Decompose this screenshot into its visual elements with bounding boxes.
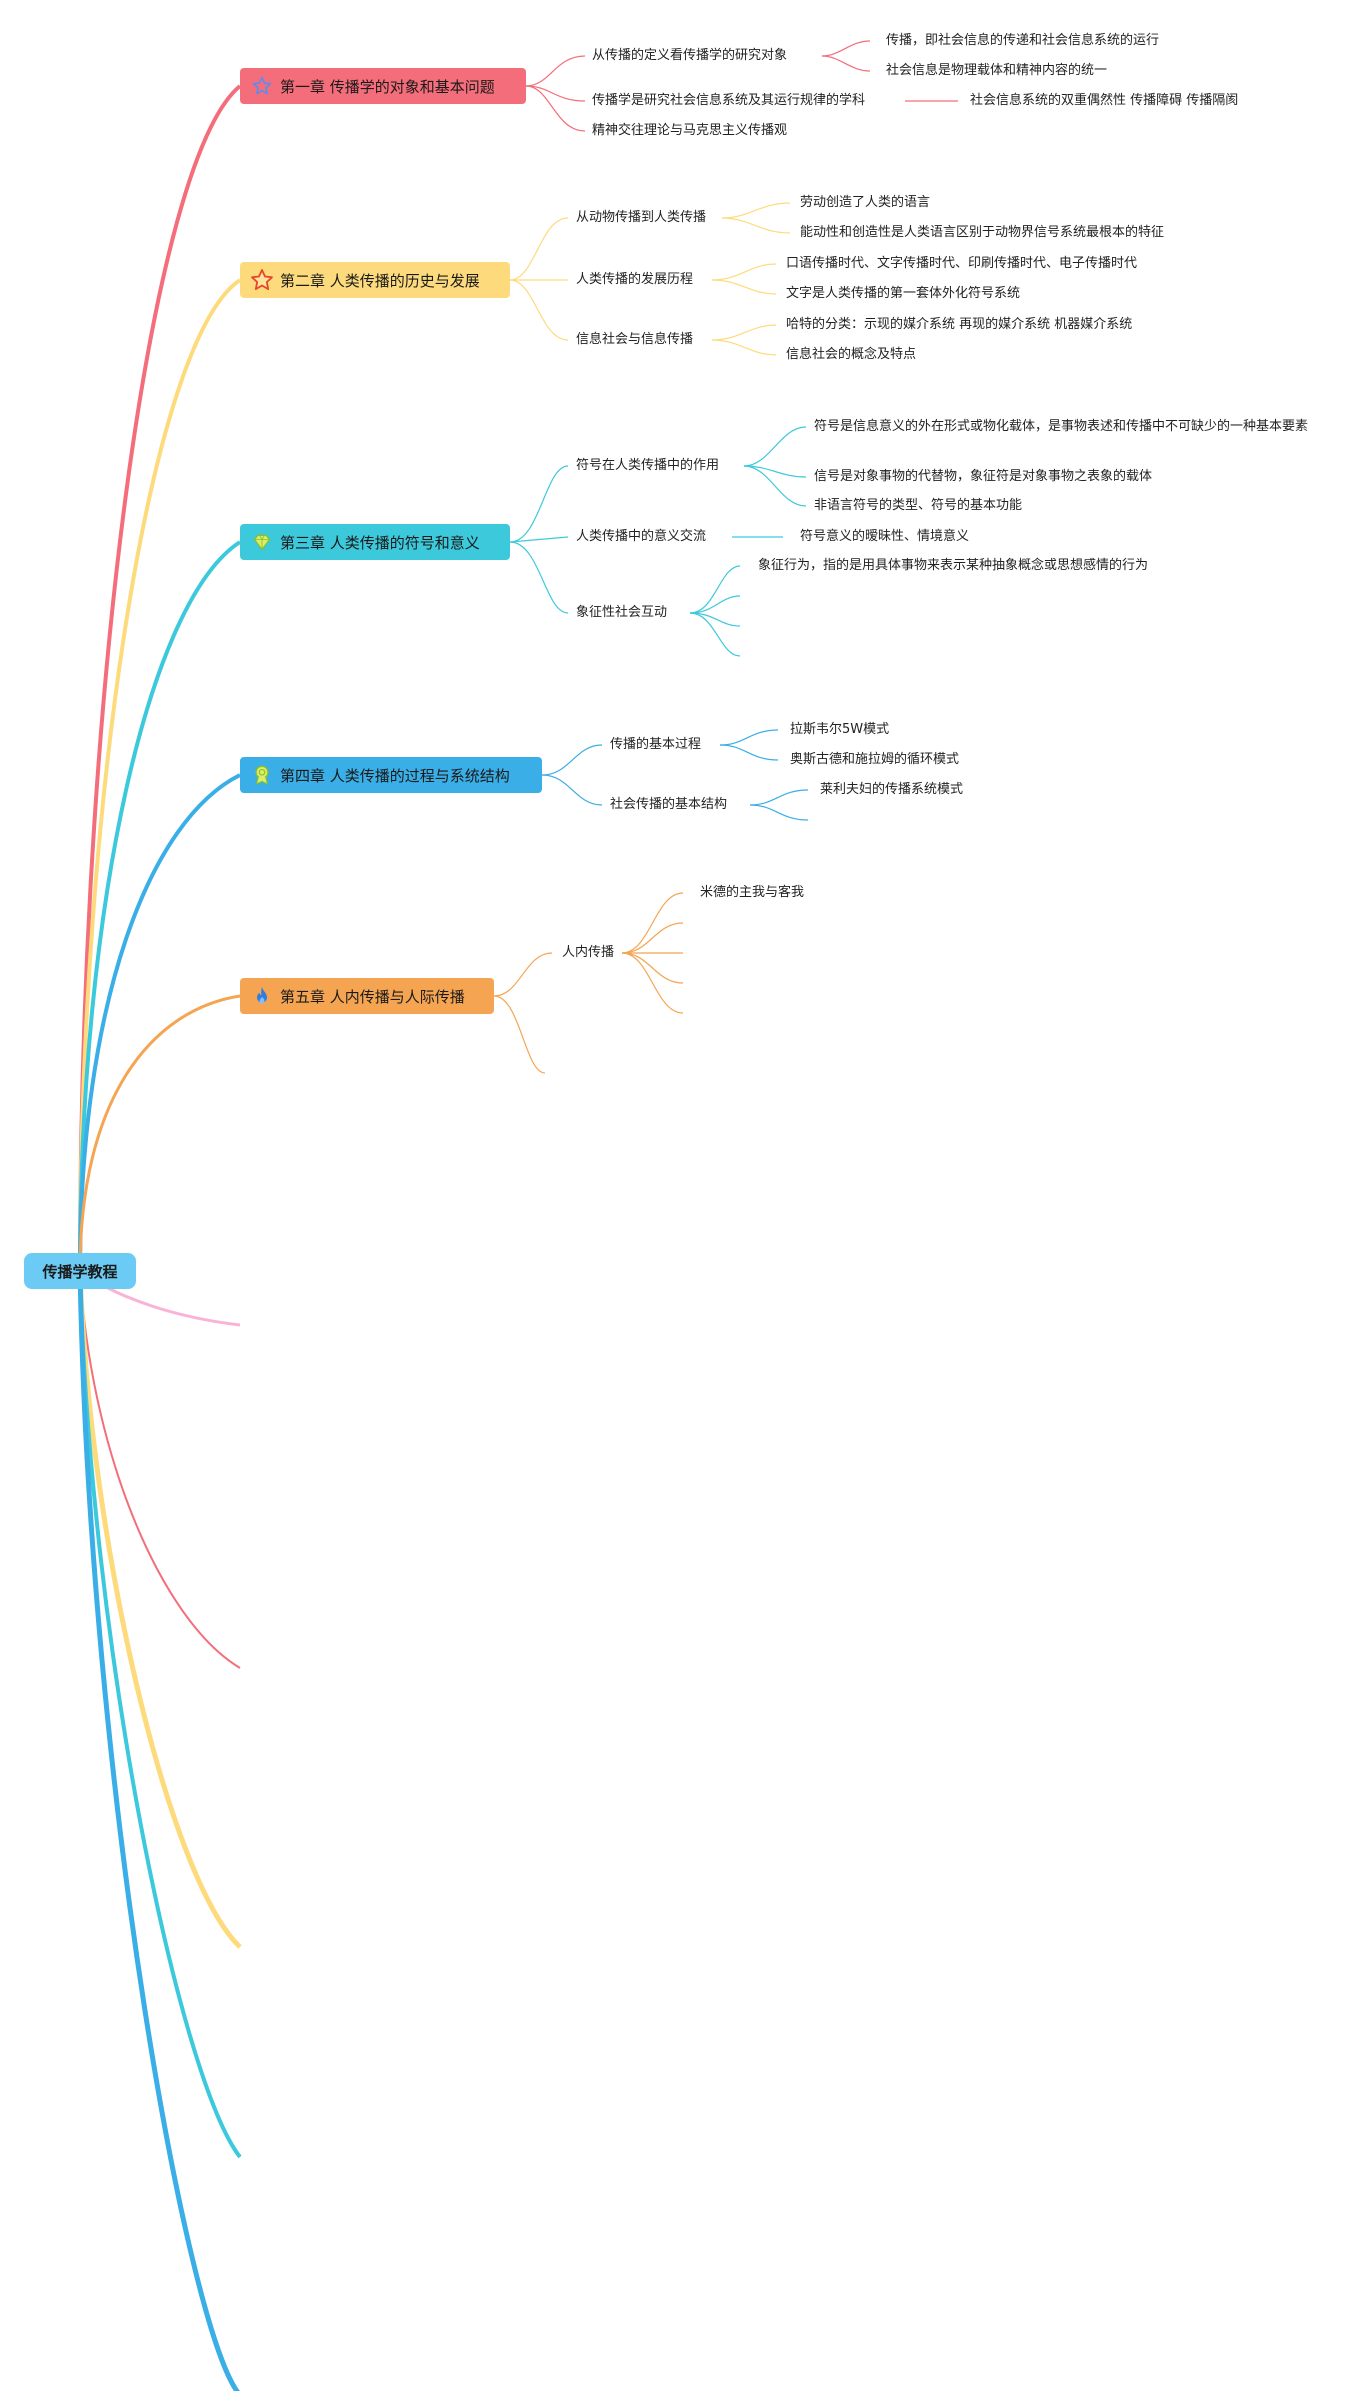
topic-3-3[interactable]: 象征性社会互动 (576, 605, 668, 620)
item-3-1-3[interactable]: 非语言符号的类型、符号的基本功能 (814, 498, 1023, 513)
root-node[interactable]: 传播学教程 (24, 1253, 136, 1289)
item-2-2-1[interactable]: 口语传播时代、文字传播时代、印刷传播时代、电子传播时代 (786, 256, 1138, 271)
item-2-3-2[interactable]: 信息社会的概念及特点 (786, 347, 917, 362)
topic-1-1[interactable]: 从传播的定义看传播学的研究对象 (592, 48, 788, 63)
topic-3-1[interactable]: 符号在人类传播中的作用 (576, 458, 720, 473)
item-2-3-1[interactable]: 哈特的分类：示现的媒介系统 再现的媒介系统 机器媒介系统 (786, 317, 1133, 332)
item-3-3-1[interactable]: 象征行为，指的是用具体事物来表示某种抽象概念或思想感情的行为 (758, 558, 1149, 573)
item-4-1-2[interactable]: 奥斯古德和施拉姆的循环模式 (790, 752, 960, 767)
chapter-1-label: 第一章 传播学的对象和基本问题 (280, 77, 495, 96)
topic-1-2[interactable]: 传播学是研究社会信息系统及其运行规律的学科 (592, 93, 866, 108)
item-2-1-1[interactable]: 劳动创造了人类的语言 (800, 195, 931, 210)
chapter-5-node[interactable]: 第五章 人内传播与人际传播 (240, 978, 494, 1014)
item-1-1-1[interactable]: 传播，即社会信息的传递和社会信息系统的运行 (886, 33, 1160, 48)
item-3-1-1[interactable]: 符号是信息意义的外在形式或物化载体，是事物表述和传播中不可缺少的一种基本要素 (814, 419, 1309, 434)
topic-5-1[interactable]: 人内传播 (562, 945, 615, 960)
item-1-2-1[interactable]: 社会信息系统的双重偶然性 传播障碍 传播隔阂 (970, 93, 1239, 108)
topic-2-3[interactable]: 信息社会与信息传播 (576, 332, 694, 347)
item-3-1-2[interactable]: 信号是对象事物的代替物，象征符是对象事物之表象的载体 (814, 469, 1153, 484)
item-2-2-2[interactable]: 文字是人类传播的第一套体外化符号系统 (786, 286, 1021, 301)
chapter-3-label: 第三章 人类传播的符号和意义 (280, 533, 480, 552)
topic-2-2[interactable]: 人类传播的发展历程 (576, 272, 694, 287)
topic-4-2[interactable]: 社会传播的基本结构 (610, 797, 728, 812)
chapter-4-label: 第四章 人类传播的过程与系统结构 (280, 766, 510, 785)
topic-3-2[interactable]: 人类传播中的意义交流 (576, 529, 707, 544)
chapter-4-node[interactable]: 第四章 人类传播的过程与系统结构 (240, 757, 542, 793)
chapter-5-label: 第五章 人内传播与人际传播 (280, 987, 465, 1006)
item-5-1-1[interactable]: 米德的主我与客我 (700, 885, 805, 900)
chapter-3-node[interactable]: 第三章 人类传播的符号和意义 (240, 524, 510, 560)
item-3-2-1[interactable]: 符号意义的暧昧性、情境意义 (800, 529, 970, 544)
star-outline-icon (250, 74, 274, 98)
item-4-1-1[interactable]: 拉斯韦尔5W模式 (790, 722, 890, 737)
flame-icon (250, 984, 274, 1008)
chapter-2-label: 第二章 人类传播的历史与发展 (280, 271, 480, 290)
diamond-icon (250, 530, 274, 554)
item-1-1-2[interactable]: 社会信息是物理载体和精神内容的统一 (886, 63, 1108, 78)
item-4-2-1[interactable]: 莱利夫妇的传播系统模式 (820, 782, 964, 797)
topic-4-1[interactable]: 传播的基本过程 (610, 737, 702, 752)
chapter-1-node[interactable]: 第一章 传播学的对象和基本问题 (240, 68, 526, 104)
topic-2-1[interactable]: 从动物传播到人类传播 (576, 210, 707, 225)
star-icon (250, 268, 274, 292)
topic-1-3[interactable]: 精神交往理论与马克思主义传播观 (592, 123, 788, 138)
item-2-1-2[interactable]: 能动性和创造性是人类语言区别于动物界信号系统最根本的特征 (800, 225, 1165, 240)
chapter-2-node[interactable]: 第二章 人类传播的历史与发展 (240, 262, 510, 298)
award-icon (250, 763, 274, 787)
